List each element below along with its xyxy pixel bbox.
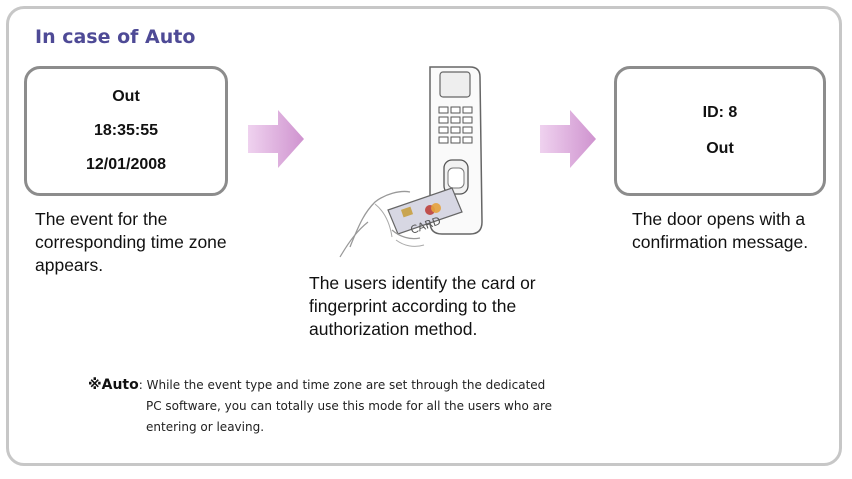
note-term: Auto [101,377,139,393]
caption-event: The event for the corresponding time zon… [35,209,227,275]
lcd-screen-confirmation: ID: 8 Out [614,66,826,196]
diagram-title: In case of Auto [35,26,196,48]
fingerprint-reader-icon: CARD [339,66,483,258]
note-line-2: PC software, you can totally use this mo… [146,399,553,413]
caption-identify: The users identify the card or fingerpri… [309,273,536,339]
auto-mode-note: ※Auto: While the event type and time zon… [88,375,748,438]
screen-line-mode: Out [112,88,140,105]
screen-line-mode: Out [706,140,734,157]
arrow-right-icon [540,110,596,168]
arrow-right-icon [248,110,304,168]
screen-line-time: 18:35:55 [93,122,159,139]
screen-line-id: ID: 8 [702,104,738,121]
lcd-screen-event: Out 18:35:55 12/01/2008 [24,66,228,196]
screen-line-date: 12/01/2008 [85,156,167,173]
note-line-1: : While the event type and time zone are… [138,378,546,392]
note-mark: ※ [88,377,102,393]
hand-with-card-icon [387,187,463,235]
caption-door: The door opens with a confirmation messa… [632,209,809,252]
note-line-3: entering or leaving. [146,420,265,434]
